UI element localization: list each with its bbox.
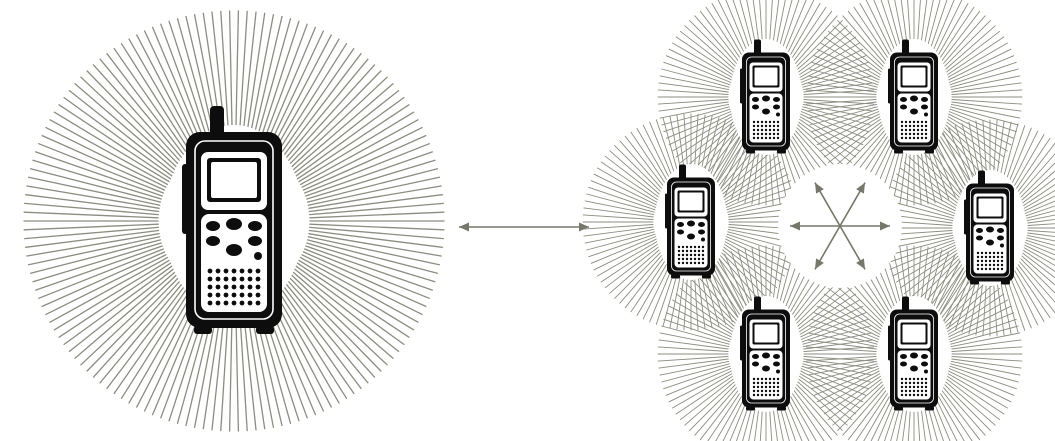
double-headed-arrow <box>459 223 589 232</box>
walkie-talkie-icon <box>740 40 790 154</box>
walkie-talkie-icon <box>888 297 938 411</box>
walkie-talkie-icon <box>964 171 1014 285</box>
walkie-talkie-icon <box>888 40 938 154</box>
walkie-talkie-icon <box>182 106 282 334</box>
walkie-talkie-icon <box>740 297 790 411</box>
walkie-talkie-icon <box>665 165 715 279</box>
